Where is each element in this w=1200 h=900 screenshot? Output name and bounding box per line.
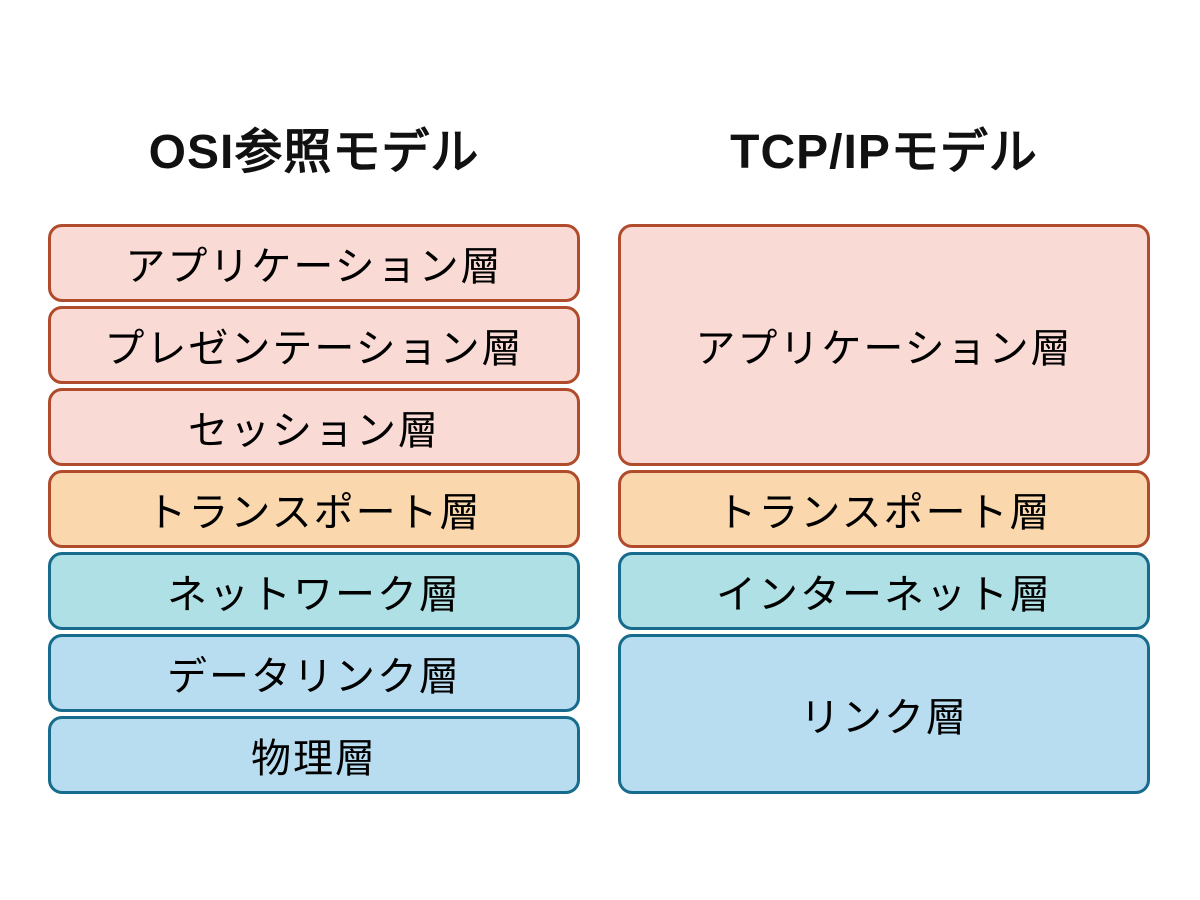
layer-label: トランスポート層 [716,491,1052,535]
osi-layer-network: ネットワーク層 [48,552,580,630]
tcpip-model-title: TCP/IPモデル [730,126,1038,179]
osi-layer-datalink: データリンク層 [48,634,580,712]
tcpip-layer-application: アプリケーション層 [618,224,1150,466]
layer-label: リンク層 [800,696,968,740]
osi-layer-presentation: プレゼンテーション層 [48,306,580,384]
layer-label: プレゼンテーション層 [104,327,524,371]
layer-label: アプリケーション層 [695,327,1073,371]
tcpip-layer-stack: アプリケーション層 トランスポート層 インターネット層 リンク層 [618,224,1150,794]
layer-label: データリンク層 [167,655,461,699]
layer-label: セッション層 [188,409,440,453]
tcpip-layer-transport: トランスポート層 [618,470,1150,548]
osi-model-title: OSI参照モデル [148,126,480,179]
layer-label: インターネット層 [716,573,1052,617]
osi-layer-stack: アプリケーション層 プレゼンテーション層 セッション層 トランスポート層 ネット… [48,224,580,794]
tcpip-layer-link: リンク層 [618,634,1150,794]
osi-layer-transport: トランスポート層 [48,470,580,548]
layer-label: 物理層 [251,737,377,781]
osi-layer-application: アプリケーション層 [48,224,580,302]
layer-label: アプリケーション層 [125,245,503,289]
layer-label: トランスポート層 [146,491,482,535]
layer-label: ネットワーク層 [167,573,461,617]
osi-layer-physical: 物理層 [48,716,580,794]
tcpip-layer-internet: インターネット層 [618,552,1150,630]
osi-layer-session: セッション層 [48,388,580,466]
